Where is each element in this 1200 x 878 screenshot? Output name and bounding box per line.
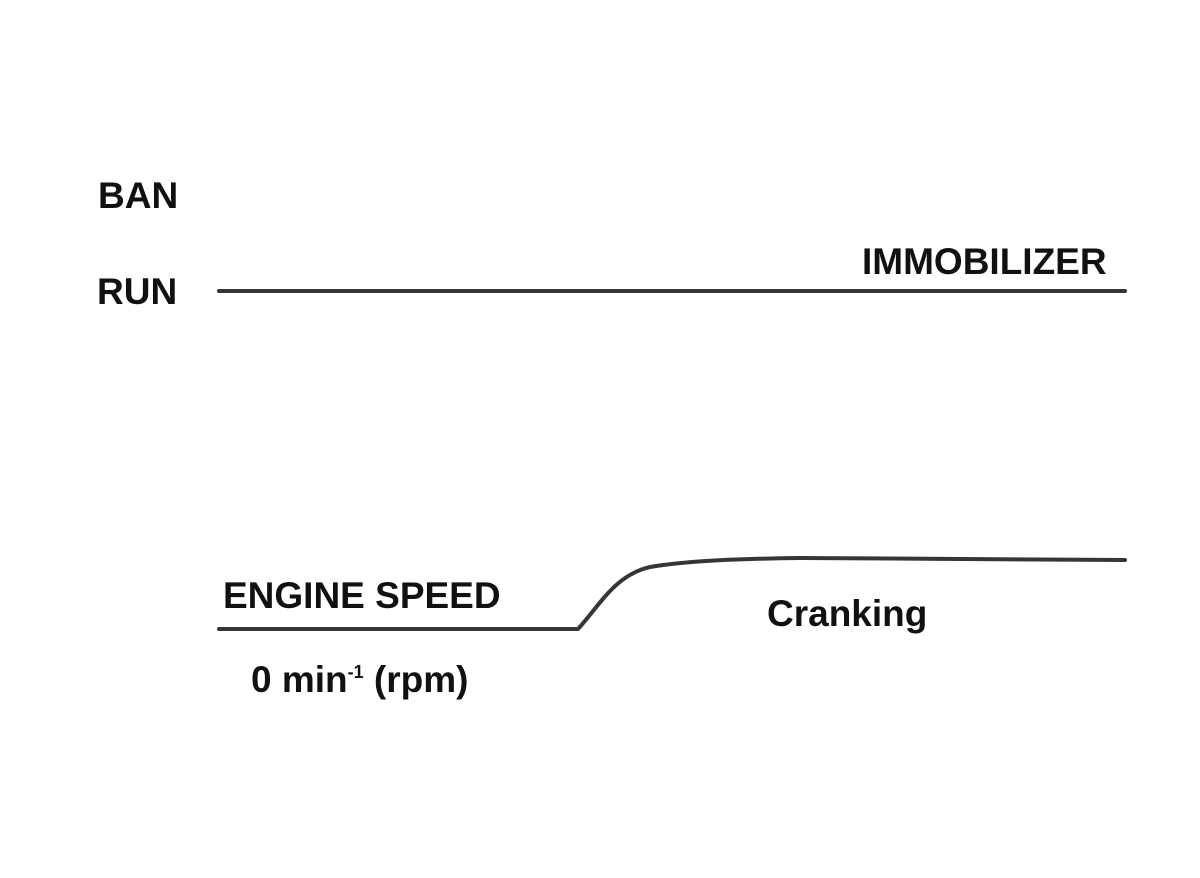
cranking-label: Cranking bbox=[767, 593, 928, 634]
state-ban-label: BAN bbox=[98, 175, 179, 216]
zero-rpm-label: 0 min-1 (rpm) bbox=[251, 661, 468, 698]
zero-rpm-suffix: (rpm) bbox=[363, 659, 469, 700]
engine-speed-label: ENGINE SPEED bbox=[223, 575, 501, 616]
zero-rpm-prefix: 0 min bbox=[251, 659, 348, 700]
state-run-label: RUN bbox=[97, 271, 178, 312]
engine-speed-signal-line bbox=[217, 556, 1127, 631]
immobilizer-label: IMMOBILIZER bbox=[862, 241, 1107, 282]
zero-rpm-exponent: -1 bbox=[347, 662, 364, 682]
